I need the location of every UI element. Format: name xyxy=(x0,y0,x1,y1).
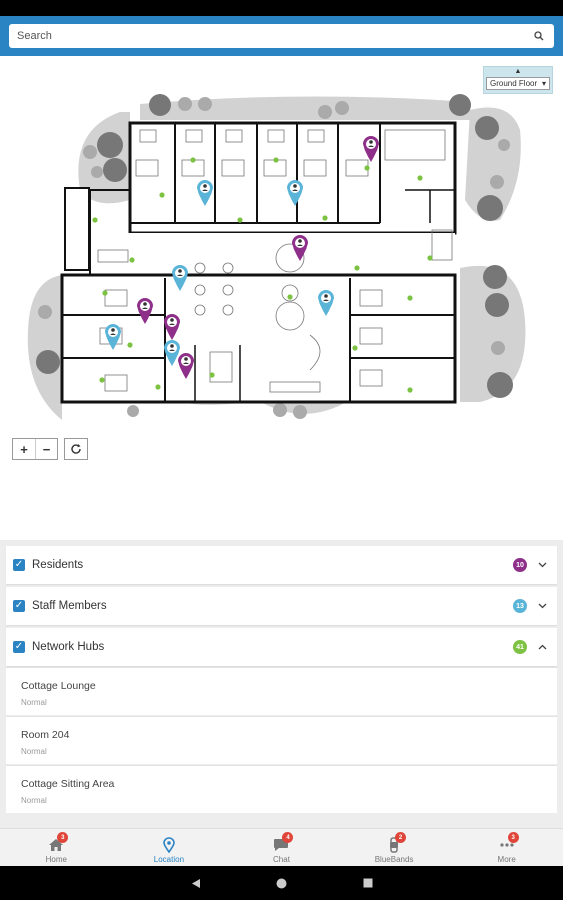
home-circle-icon[interactable] xyxy=(274,875,290,891)
network-hub-markers[interactable] xyxy=(92,157,433,393)
residents-checkbox[interactable]: ✓ xyxy=(13,559,25,571)
staff-pin[interactable] xyxy=(318,290,334,316)
tab-label: Chat xyxy=(273,855,290,864)
section-label: Staff Members xyxy=(32,600,107,612)
section-label: Network Hubs xyxy=(32,641,105,653)
resident-pin[interactable] xyxy=(178,353,194,379)
chevron-up-icon[interactable] xyxy=(537,642,547,652)
hub-status: Normal xyxy=(21,796,47,805)
bottom-tab-bar: 3 Home Location 4 Chat 2 BlueBands 3 Mor… xyxy=(0,828,563,866)
floor-value: Ground Floor xyxy=(490,79,538,88)
resident-pin[interactable] xyxy=(292,235,308,261)
hub-name: Cottage Lounge xyxy=(21,680,96,692)
search-icon[interactable] xyxy=(532,29,546,43)
location-pin-icon xyxy=(160,836,178,854)
tab-chat[interactable]: 4 Chat xyxy=(225,829,338,866)
refresh-icon xyxy=(71,444,81,454)
resident-pin[interactable] xyxy=(164,314,180,340)
trees xyxy=(36,94,513,419)
tab-label: Home xyxy=(45,855,67,864)
more-badge: 3 xyxy=(507,832,519,843)
dropdown-arrow-icon: ▾ xyxy=(541,79,546,88)
zoom-in-button[interactable]: + xyxy=(20,441,28,457)
search-bar xyxy=(0,16,563,56)
zoom-out-button[interactable]: − xyxy=(35,439,57,459)
tab-location[interactable]: Location xyxy=(113,829,226,866)
tab-label: More xyxy=(497,855,516,864)
resident-pin[interactable] xyxy=(137,298,153,324)
status-bar xyxy=(0,0,563,16)
floor-dropdown[interactable]: Ground Floor ▾ xyxy=(486,77,550,90)
section-residents[interactable]: ✓ Residents 10 xyxy=(6,546,557,584)
tab-bluebands[interactable]: 2 BlueBands xyxy=(338,829,451,866)
search-box xyxy=(9,24,554,48)
home-icon: 3 xyxy=(47,832,69,854)
staff-pin[interactable] xyxy=(287,180,303,206)
tab-label: Location xyxy=(153,855,185,864)
hubs-checkbox[interactable]: ✓ xyxy=(13,641,25,653)
bluebands-icon: 2 xyxy=(385,832,407,854)
home-badge: 3 xyxy=(57,832,69,843)
chat-icon: 4 xyxy=(272,832,294,854)
more-icon: 3 xyxy=(498,832,519,854)
section-network-hubs[interactable]: ✓ Network Hubs 41 xyxy=(6,628,557,666)
tab-home[interactable]: 3 Home xyxy=(0,829,113,866)
list-item[interactable]: Cottage Sitting Area Normal xyxy=(6,765,557,813)
staff-pin[interactable] xyxy=(164,340,180,366)
bluebands-badge: 2 xyxy=(395,832,407,843)
list-item[interactable]: Cottage Lounge Normal xyxy=(6,667,557,715)
floor-up-arrow[interactable]: ▲ xyxy=(514,68,522,75)
hub-status: Normal xyxy=(21,698,47,707)
hubs-count-badge: 41 xyxy=(513,640,527,654)
staff-pin[interactable] xyxy=(197,180,213,206)
section-label: Residents xyxy=(32,559,84,571)
tab-more[interactable]: 3 More xyxy=(450,829,563,866)
recents-icon[interactable] xyxy=(360,875,376,891)
chevron-down-icon[interactable] xyxy=(537,560,547,570)
chevron-down-icon[interactable] xyxy=(537,601,547,611)
staff-checkbox[interactable]: ✓ xyxy=(13,600,25,612)
chat-badge: 4 xyxy=(282,832,294,843)
staff-pin[interactable] xyxy=(172,265,188,291)
refresh-control xyxy=(64,438,88,460)
refresh-button[interactable] xyxy=(65,439,87,459)
back-icon[interactable] xyxy=(188,875,204,891)
floor-plan-map[interactable] xyxy=(0,90,563,435)
layers-panel: ✓ Residents 10 ✓ Staff Members 13 ✓ Netw… xyxy=(0,540,563,828)
residents-count-badge: 10 xyxy=(513,558,527,572)
resident-pin[interactable] xyxy=(363,136,379,162)
system-nav-bar xyxy=(0,866,563,900)
list-item[interactable]: Room 204 Normal xyxy=(6,716,557,764)
search-input[interactable] xyxy=(17,30,532,42)
hub-status: Normal xyxy=(21,747,47,756)
location-pins xyxy=(105,136,379,379)
zoom-controls: + − xyxy=(12,438,58,460)
staff-pin[interactable] xyxy=(105,324,121,350)
hub-name: Room 204 xyxy=(21,729,70,741)
staff-count-badge: 13 xyxy=(513,599,527,613)
floor-selector[interactable]: ▲ Ground Floor ▾ xyxy=(483,66,553,94)
tab-label: BlueBands xyxy=(374,855,414,864)
section-staff-members[interactable]: ✓ Staff Members 13 xyxy=(6,587,557,625)
building xyxy=(60,121,457,404)
hub-name: Cottage Sitting Area xyxy=(21,778,115,790)
